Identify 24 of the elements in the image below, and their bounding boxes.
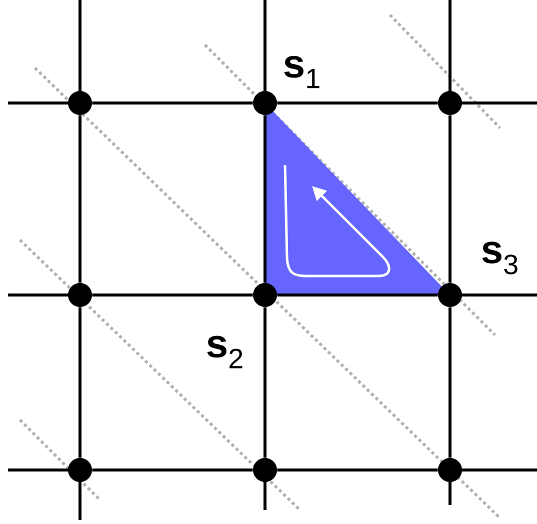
grid-line [277,102,438,104]
grid-point [68,91,92,115]
grid-point [68,283,92,307]
grid-line [78,307,82,458]
grid-point [253,283,277,307]
point-label: s$_{2}$ [207,336,242,368]
grid-line [448,115,452,283]
grid-line [264,115,266,283]
grid-line [448,307,452,458]
grid-point [438,458,462,482]
grid-point [253,91,277,115]
point-label: s$_{3}$ [482,242,518,274]
grid-point [438,283,462,307]
grid-line [277,294,438,296]
grid-point [253,458,277,482]
grid-line [92,102,253,104]
grid-line [78,115,82,283]
grid-line [264,307,266,458]
grid-line [277,468,438,472]
grid-line [92,294,253,296]
point-label: s$_{1}$ [284,56,320,88]
grid-point [68,458,92,482]
grid-line [92,468,253,472]
grid-point [438,91,462,115]
